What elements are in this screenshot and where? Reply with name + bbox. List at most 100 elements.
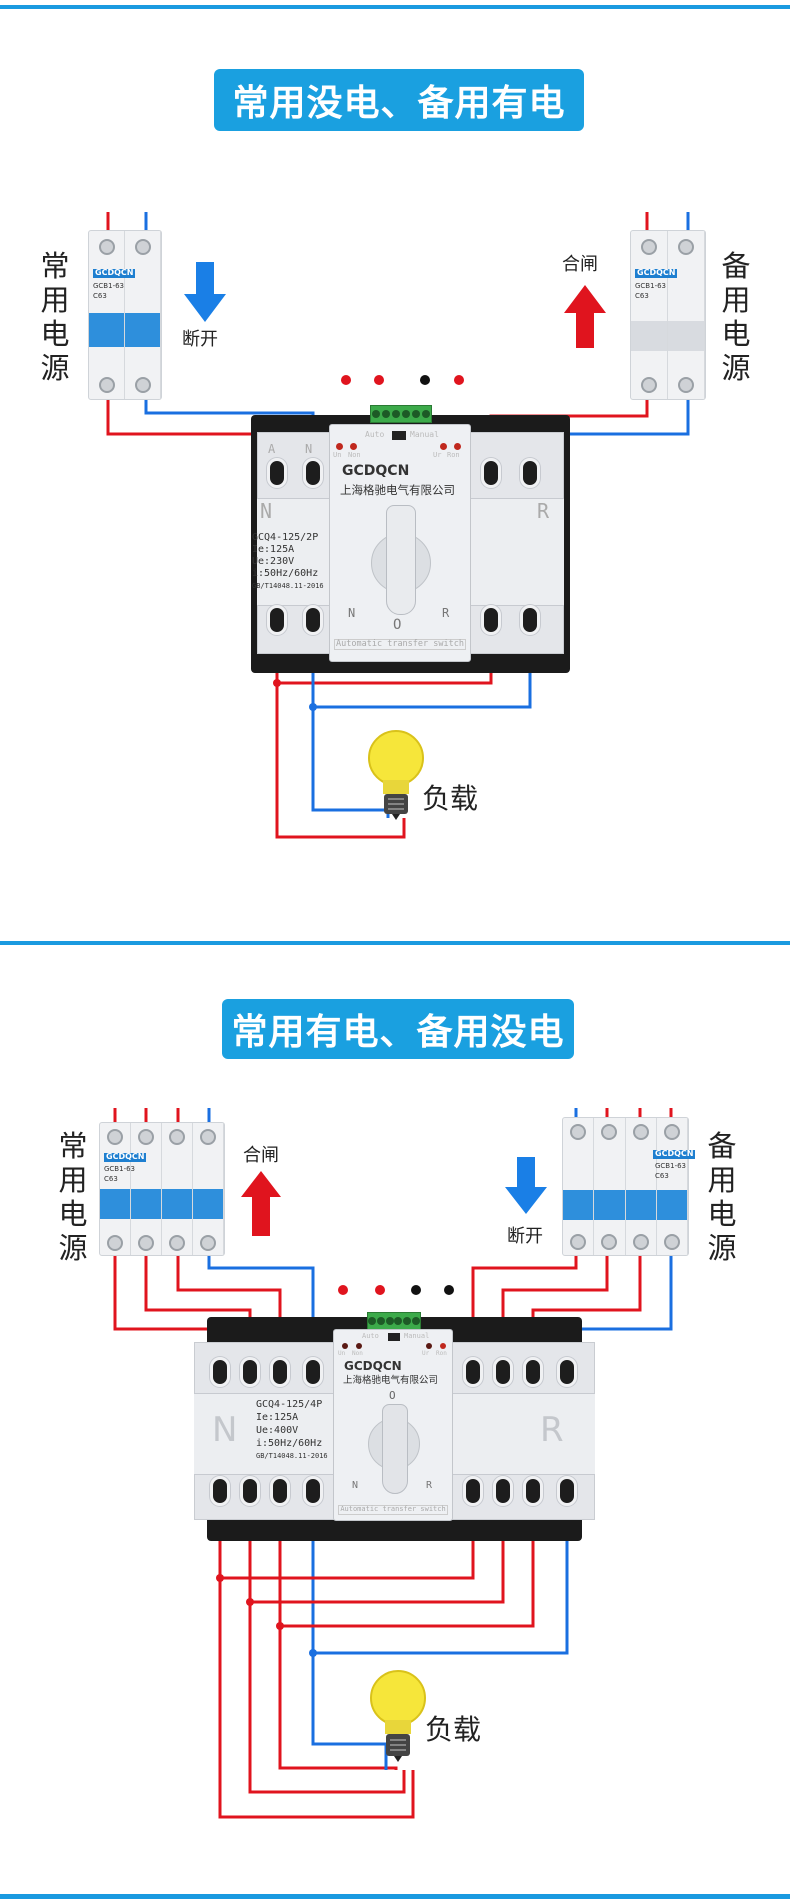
ats-center-panel: Auto Manual Un Non Ur Ron GCDQCN 上海格驰电气有…	[329, 424, 471, 662]
control-terminal-block	[367, 1312, 421, 1330]
ron-label: Ron	[447, 451, 460, 459]
load-label: 负载	[422, 782, 479, 815]
rotary-handle[interactable]	[382, 1404, 408, 1494]
bottom-divider	[0, 1894, 790, 1899]
led-ron	[454, 443, 461, 450]
right-action-label: 合闸	[562, 254, 598, 275]
wire-neutral	[207, 1256, 315, 1360]
manual-label: Manual	[404, 1332, 430, 1340]
breaker-model: GCB1-63	[655, 1162, 687, 1170]
ats-standard: GB/T14048.11-2016	[256, 1452, 328, 1460]
junction-dot	[276, 1622, 284, 1630]
right-breaker[interactable]: GCDQCN GCB1-63 C63	[630, 230, 706, 400]
rotary-handle[interactable]	[386, 505, 416, 615]
side-label-r: R	[540, 1410, 564, 1450]
section-divider	[0, 941, 790, 945]
breaker-rating: C63	[93, 292, 107, 300]
ats-voltage: Ue:400V	[256, 1425, 299, 1436]
indicator-dot	[420, 375, 430, 385]
arrow-up-icon	[241, 1171, 281, 1236]
position-o: O	[389, 1389, 396, 1402]
ats-frequency: i:50Hz/60Hz	[252, 568, 319, 579]
position-n: N	[352, 1480, 359, 1491]
light-bulb-icon	[370, 1670, 426, 1762]
indicator-dot	[444, 1285, 454, 1295]
top-divider	[0, 5, 790, 9]
indicator-dot	[411, 1285, 421, 1295]
arrow-down-icon	[505, 1157, 547, 1214]
breaker-brand: GCDQCN	[653, 1149, 696, 1159]
right-breaker[interactable]: GCDQCN GCB1-63 C63	[562, 1117, 696, 1256]
ats-current: Ie:125A	[256, 1412, 299, 1423]
ats-center-panel: Auto Manual Un Non Ur Ron GCDQCN 上海格驰电气有…	[333, 1329, 453, 1521]
breaker-rating: C63	[635, 292, 649, 300]
position-r: R	[442, 606, 450, 620]
rating-plate: GCQ4-125/4P Ie:125A Ue:400V i:50Hz/60Hz …	[256, 1398, 332, 1463]
left-action-label: 断开	[182, 329, 218, 350]
junction-dot	[273, 679, 281, 687]
junction-dot	[246, 1598, 254, 1606]
right-source-label: 备用电源	[707, 1129, 737, 1265]
indicator-dot	[341, 375, 351, 385]
indicator-dot	[454, 375, 464, 385]
arrow-up-icon	[564, 285, 606, 348]
position-n: N	[348, 606, 356, 620]
ats-standard: GB/T14048.11-2016	[252, 582, 324, 590]
left-action-label: 合闸	[243, 1145, 279, 1166]
led-ur	[426, 1343, 432, 1349]
breaker-brand: GCDQCN	[104, 1152, 147, 1162]
breaker-rating: C63	[655, 1172, 669, 1180]
left-source-label: 常用电源	[58, 1129, 88, 1265]
ats-brand: GCDQCN	[342, 463, 410, 479]
breaker-brand: GCDQCN	[635, 268, 678, 278]
left-breaker[interactable]: GCDQCN GCB1-63 C63	[88, 230, 162, 400]
pole-label: N	[305, 442, 313, 456]
breaker-brand: GCDQCN	[93, 268, 136, 278]
ats-company: 上海格驰电气有限公司	[340, 483, 455, 497]
junction-dot	[216, 1574, 224, 1582]
ron-label: Ron	[436, 1350, 447, 1357]
led-un	[342, 1343, 348, 1349]
scenario1-title: 常用没电、备用有电	[214, 69, 584, 131]
right-action-label: 断开	[507, 1226, 543, 1247]
non-label: Non	[352, 1350, 363, 1357]
wire-live	[275, 630, 406, 839]
wire-live	[218, 1500, 415, 1819]
indicator-dot	[338, 1285, 348, 1295]
non-label: Non	[348, 451, 361, 459]
left-source-label: 常用电源	[40, 249, 70, 385]
ur-label: Ur	[422, 1350, 430, 1357]
ats-brand: GCDQCN	[344, 1359, 402, 1373]
load-label: 负载	[425, 1713, 482, 1746]
rating-plate: GCQ4-125/2P Ie:125A Ue:230V i:50Hz/60Hz …	[252, 532, 332, 592]
un-label: Un	[333, 451, 342, 459]
auto-manual-switch[interactable]	[392, 431, 406, 440]
auto-label: Auto	[365, 430, 385, 439]
auto-manual-switch[interactable]	[388, 1333, 400, 1341]
ats-footer: Automatic transfer switch	[338, 1505, 448, 1515]
auto-label: Auto	[362, 1332, 379, 1340]
wire-live	[113, 1108, 180, 1122]
ats-voltage: Ue:230V	[252, 556, 295, 567]
breaker-rating: C63	[104, 1175, 118, 1183]
side-label-n: N	[212, 1410, 238, 1450]
wire-neutral	[313, 1500, 569, 1655]
pole-label: A	[268, 442, 276, 456]
led-ur	[440, 443, 447, 450]
led-un	[336, 443, 343, 450]
scenario2-title: 常用有电、备用没电	[222, 999, 574, 1059]
side-label-n: N	[260, 499, 273, 523]
breaker-model: GCB1-63	[104, 1165, 136, 1173]
side-label-r: R	[537, 499, 550, 523]
indicator-dot	[374, 375, 384, 385]
indicator-dot	[375, 1285, 385, 1295]
breaker-model: GCB1-63	[93, 282, 125, 290]
ats-frequency: i:50Hz/60Hz	[256, 1438, 323, 1449]
led-non	[350, 443, 357, 450]
left-breaker[interactable]: GCDQCN GCB1-63 C63	[99, 1122, 225, 1256]
ats-current: Ie:125A	[252, 544, 295, 555]
light-bulb-icon	[368, 730, 424, 820]
led-non	[356, 1343, 362, 1349]
ats-model: GCQ4-125/4P	[256, 1399, 323, 1410]
position-o: O	[393, 617, 402, 633]
